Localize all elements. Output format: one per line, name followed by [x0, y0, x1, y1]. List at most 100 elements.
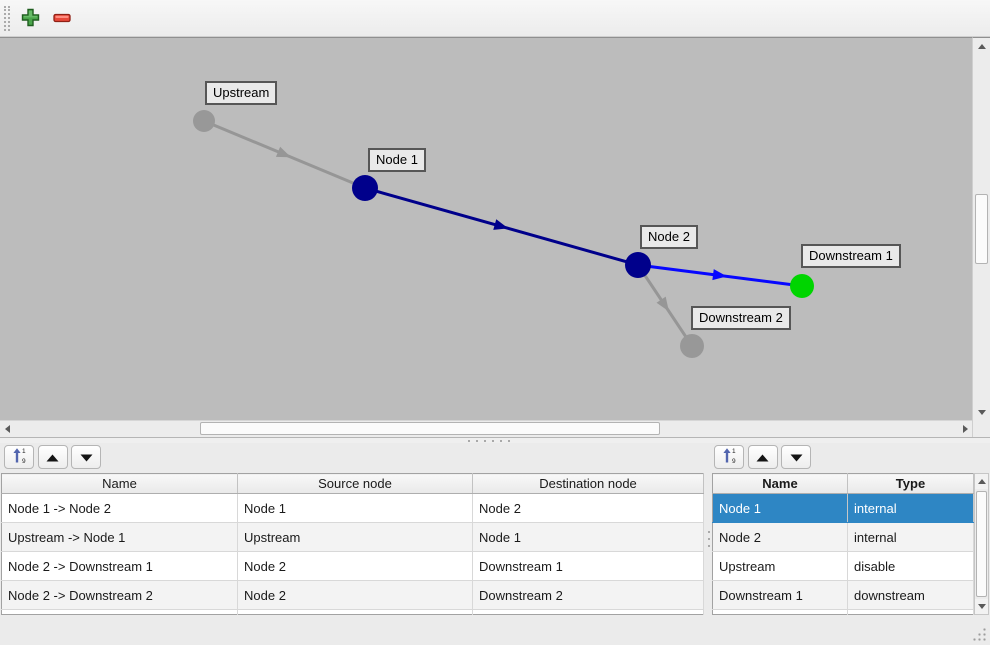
arrow-left-icon — [4, 425, 10, 433]
empty-cell — [1, 609, 238, 615]
graph-node-label-node2[interactable]: Node 2 — [640, 225, 698, 249]
splitter-handle-icon — [468, 440, 516, 442]
scroll-left-button[interactable] — [0, 421, 14, 437]
graph-node-label-downstream1[interactable]: Downstream 1 — [801, 244, 901, 268]
table-scroll-up-button[interactable] — [975, 474, 988, 489]
edges-table-empty-row — [1, 609, 704, 615]
remove-button[interactable] — [50, 7, 74, 31]
svg-text:1: 1 — [22, 448, 26, 455]
svg-text:9: 9 — [22, 458, 26, 464]
edges-column-header[interactable]: Source node — [237, 473, 473, 494]
horizontal-splitter[interactable] — [0, 437, 990, 443]
minus-icon — [52, 8, 72, 31]
nodes-table-cell[interactable]: Node 2 — [712, 522, 848, 552]
graph-node-label-downstream2[interactable]: Downstream 2 — [691, 306, 791, 330]
edges-table-cell[interactable]: Node 2 — [472, 493, 704, 523]
graph-node-label-upstream[interactable]: Upstream — [205, 81, 278, 105]
empty-cell — [712, 609, 848, 615]
edges-column-header[interactable]: Destination node — [472, 473, 704, 494]
main-toolbar — [0, 0, 990, 37]
panel-splitter-handle[interactable] — [708, 527, 710, 547]
nodes-table-cell[interactable]: disable — [847, 551, 974, 581]
graph-edge-arrow-icon — [275, 146, 291, 158]
scroll-up-button[interactable] — [973, 38, 990, 54]
edges-table-cell[interactable]: Node 1 -> Node 2 — [1, 493, 238, 523]
graph-node-label-node1[interactable]: Node 1 — [368, 148, 426, 172]
window-resize-grip[interactable] — [971, 626, 986, 641]
nodes-table-scrollbar[interactable] — [974, 473, 989, 615]
move-up-icon — [46, 450, 59, 465]
edges-column-header[interactable]: Name — [1, 473, 238, 494]
arrow-down-icon — [977, 409, 986, 415]
scroll-right-button[interactable] — [958, 421, 972, 437]
graph-svg — [193, 110, 814, 358]
graph-edge-arrow-icon — [656, 296, 669, 312]
nodes-table-cell[interactable]: internal — [847, 522, 974, 552]
edges-table-cell[interactable]: Node 2 — [237, 551, 473, 581]
move-down-icon — [80, 450, 93, 465]
horizontal-scroll-thumb[interactable] — [200, 422, 660, 435]
graph-node-upstream[interactable] — [193, 110, 215, 132]
move-up-nodes-button[interactable] — [747, 445, 778, 469]
canvas-vertical-scrollbar[interactable] — [972, 37, 990, 420]
edges-table-cell[interactable]: Upstream -> Node 1 — [1, 522, 238, 552]
graph-node-downstream2[interactable] — [680, 334, 704, 358]
canvas-horizontal-scrollbar[interactable] — [0, 420, 972, 437]
empty-cell — [472, 609, 704, 615]
move-up-edges-button[interactable] — [37, 445, 68, 469]
nodes-column-header[interactable]: Name — [712, 473, 848, 494]
edges-table-cell[interactable]: Upstream — [237, 522, 473, 552]
table-scroll-thumb[interactable] — [976, 491, 987, 597]
table-scroll-down-button[interactable] — [975, 599, 988, 614]
plus-icon — [21, 8, 40, 30]
arrow-up-icon — [977, 479, 986, 484]
nodes-table-cell[interactable]: internal — [847, 493, 974, 523]
edges-table-cell[interactable]: Downstream 1 — [472, 551, 704, 581]
arrow-up-icon — [977, 43, 986, 49]
move-down-edges-button[interactable] — [71, 445, 101, 469]
scroll-down-button[interactable] — [973, 404, 990, 420]
arrow-right-icon — [962, 425, 968, 433]
graph-edge-arrow-icon — [712, 269, 727, 281]
nodes-column-header[interactable]: Type — [847, 473, 974, 494]
graph-node-node1[interactable] — [352, 175, 378, 201]
svg-text:9: 9 — [732, 458, 736, 464]
graph-node-node2[interactable] — [625, 252, 651, 278]
vertical-scroll-thumb[interactable] — [975, 194, 988, 264]
svg-text:1: 1 — [732, 448, 736, 455]
empty-cell — [237, 609, 473, 615]
graph-node-downstream1[interactable] — [790, 274, 814, 298]
nodes-table-cell[interactable]: Node 1 — [712, 493, 848, 523]
nodes-table-cell[interactable]: downstream — [847, 580, 974, 610]
empty-cell — [847, 609, 974, 615]
edges-table-cell[interactable]: Node 2 -> Downstream 2 — [1, 580, 238, 610]
move-up-icon — [756, 450, 769, 465]
edges-table-cell[interactable]: Downstream 2 — [472, 580, 704, 610]
nodes-table-cell[interactable]: Upstream — [712, 551, 848, 581]
add-button[interactable] — [18, 7, 42, 31]
toolbar-grip[interactable] — [4, 6, 10, 31]
edges-table-cell[interactable]: Node 1 — [237, 493, 473, 523]
edges-table-cell[interactable]: Node 1 — [472, 522, 704, 552]
edges-table-cell[interactable]: Node 2 — [237, 580, 473, 610]
move-down-nodes-button[interactable] — [781, 445, 811, 469]
edges-table-cell[interactable]: Node 2 -> Downstream 1 — [1, 551, 238, 581]
move-down-icon — [790, 450, 803, 465]
nodes-table-cell[interactable]: Downstream 1 — [712, 580, 848, 610]
